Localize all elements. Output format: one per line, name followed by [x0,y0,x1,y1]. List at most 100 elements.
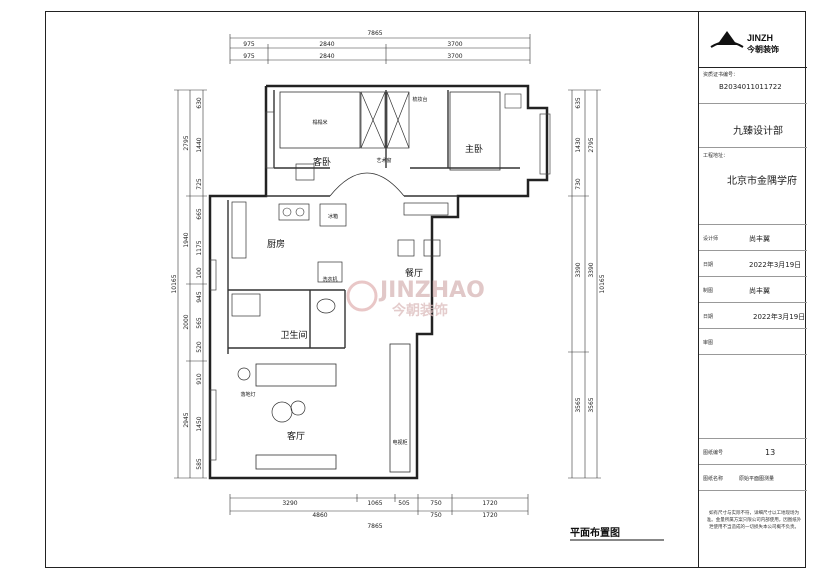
dining-sideboard [403,202,449,216]
bottom-dim-4: 750 [430,500,442,507]
left-outer-2: 1440 [196,137,203,152]
bathroom-label: 卫生间 [280,329,307,341]
fridge-label: 冰箱 [328,213,338,220]
dining-label: 餐厅 [405,267,423,279]
disclaimer-note: 如有尺寸与实际不符，详细尺寸以工地现场为准。金量所属方案只限公司内部使用，因图纸… [706,511,802,530]
top-dim-c2: 3700 [447,53,462,60]
interior-walls [227,90,520,354]
second-bedroom-label: 客卧 [313,156,331,168]
drawing-no-cell: 图纸编号 13 [699,439,807,465]
dining-chair-1 [397,239,415,257]
dining-chair-2 [423,239,441,257]
tatami-platform [279,91,361,149]
date2-label: 日期 [703,314,714,320]
cooktop [278,203,310,221]
coffee-table-1 [271,401,293,423]
shower-area [231,293,261,317]
left-outer-8: 565 [196,317,203,329]
logo-area: JINZH 今朝装饰 [699,11,807,68]
shoe-cabinet [389,343,411,473]
date2: 2022年3月19日 [753,313,806,321]
left-total-dim: 10165 [171,274,178,293]
sofa [255,363,337,387]
shoe-cabinet-label: 电视柜 [392,439,407,446]
toilet-icon [316,298,336,314]
floor-lamp-label: 落地灯 [240,391,255,398]
left-outer-1: 630 [196,97,203,109]
side-table-icon [237,367,251,381]
address-label: 工程地址： [703,153,729,159]
bottom-dim-3: 505 [398,500,410,507]
left-dimensions [174,89,207,479]
license-cell: 资质证书编号： B2034011011722 [699,67,807,104]
left-outer-5: 1175 [196,240,203,255]
plan-title: 平面布置图 [570,526,620,539]
desk-chair [295,163,315,181]
art-window-label: 艺术窗 [376,157,391,164]
left-mid-1: 2795 [183,135,190,150]
project-address: 北京市金隅学府 [727,176,797,187]
brand-logo-icon: JINZH 今朝装饰 [710,31,779,54]
right-mid-1: 2795 [588,137,595,152]
review-cell: 审图 [699,329,807,355]
designer: 尚丰翼 [749,235,770,243]
top-dim-c1: 3700 [447,41,462,48]
washer [317,261,343,283]
right-dimensions [568,89,601,479]
left-mid-4: 2945 [183,412,190,427]
master-bedroom-label: 主卧 [465,143,483,155]
drawing-no: 13 [765,448,776,457]
license-no: B2034011011722 [719,83,782,91]
washer-label: 洗衣机 [322,276,337,283]
burner-left-icon [282,207,292,217]
left-outer-11: 1450 [196,416,203,431]
date1-cell: 日期 2022年3月19日 [699,251,807,277]
left-outer-3: 725 [196,178,203,190]
top-dimensions [229,34,531,64]
master-bed [449,91,501,171]
coffee-table-2 [290,400,306,416]
date2-cell: 日期 2022年3月19日 [699,303,807,329]
drawing-name-cell: 图纸名称 原始平面图测量 [699,465,807,491]
left-outer-12: 585 [196,458,203,470]
title-block: JINZH 今朝装饰 资质证书编号： B2034011011722 九臻设计部 … [698,11,807,568]
drafter-label: 制图 [703,288,714,294]
wardrobe-units [360,91,410,149]
top-dim-b1: 2840 [319,41,334,48]
right-outer-4: 3390 [575,262,582,277]
date1-label: 日期 [703,262,714,268]
right-outer-1: 635 [575,97,582,109]
kitchen-counter-left [231,201,247,259]
nightstand [504,93,522,109]
designer-cell: 设计师 尚丰翼 [699,225,807,251]
designer-label: 设计师 [703,236,719,242]
logo-text: JINZH [747,33,773,43]
bottom-dim-7: 750 [430,512,442,519]
bottom-dimensions [229,494,529,515]
license-label: 资质证书编号： [703,72,739,78]
top-dim-b2: 2840 [319,53,334,60]
left-mid-3: 2000 [183,314,190,329]
bottom-dim-2: 1065 [367,500,382,507]
dresser-label: 梳妆台 [412,96,427,103]
drawing-sheet-border [45,11,806,568]
arched-doorway [329,172,405,197]
watermark-cn: 今朝装饰 [391,302,448,319]
drawing-no-label: 图纸编号 [703,450,724,456]
burner-right-icon [295,207,305,217]
left-outer-6: 100 [196,267,203,279]
blank-cell [699,355,807,439]
left-outer-7: 945 [196,291,203,303]
right-outer-5: 3565 [575,397,582,412]
address-cell: 工程地址： 北京市金隅学府 [699,148,807,225]
right-mid-2: 3390 [588,262,595,277]
drawing-name-label: 图纸名称 [703,476,724,482]
bottom-total-dim: 7865 [367,523,382,530]
drafter-cell: 制图 尚丰翼 [699,277,807,303]
right-total-dim: 10165 [599,274,606,293]
exterior-walls [208,84,549,480]
top-total-dim: 7865 [367,30,382,37]
department: 九臻设计部 [733,126,783,137]
tv-console [255,454,337,470]
